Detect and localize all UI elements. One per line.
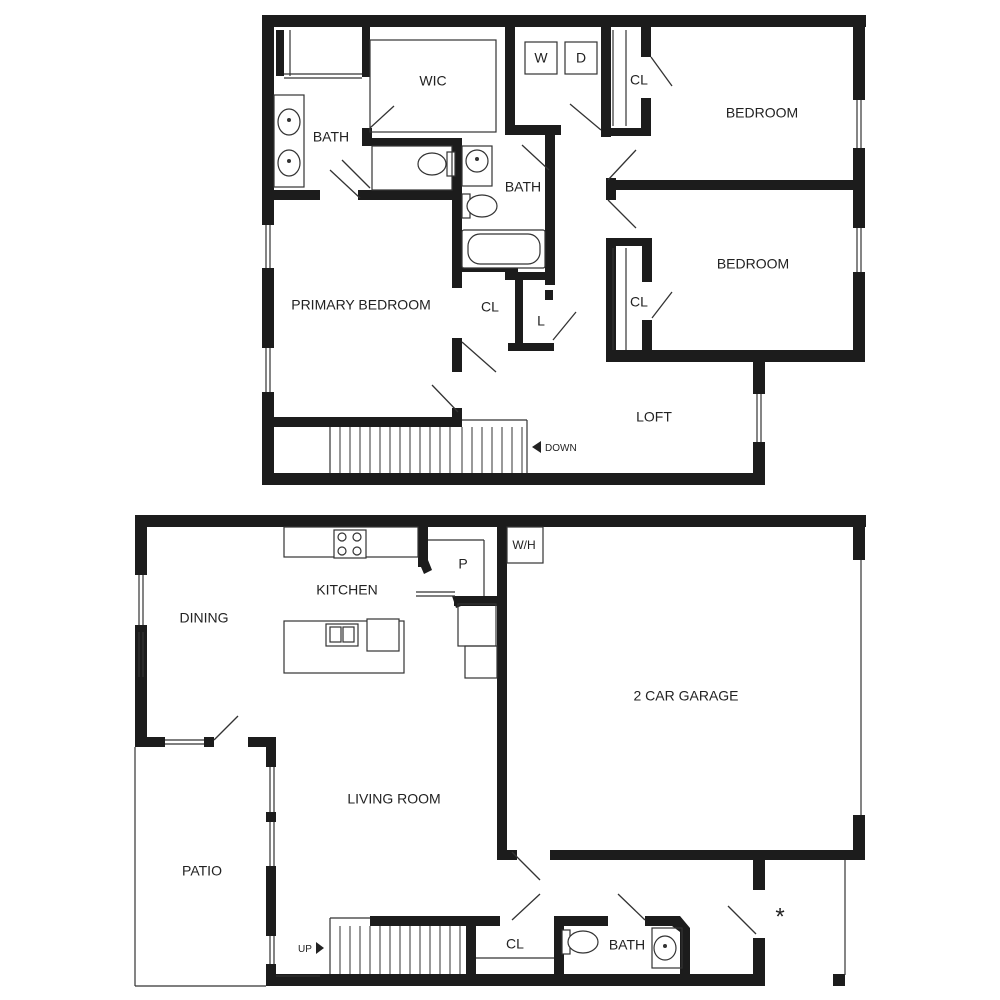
room-label-hall-bath: BATH [505, 179, 541, 195]
room-label-closet: CL [506, 936, 524, 952]
upper-floor: WIC BATH BATH CL L CL CL BEDROOM BEDROOM… [262, 15, 866, 485]
room-label-primary-bedroom: PRIMARY BEDROOM [291, 297, 431, 313]
room-label-linen: L [537, 313, 545, 329]
room-label-bedroom-2: BEDROOM [717, 256, 789, 272]
room-label-bath: BATH [609, 937, 645, 953]
arrow-right-icon [316, 942, 324, 954]
stairs-up [329, 926, 471, 974]
room-label-patio: PATIO [182, 863, 222, 879]
room-label-dining: DINING [180, 610, 229, 626]
stair-label-down: DOWN [545, 443, 577, 454]
room-label-closet-bed2: CL [630, 294, 648, 310]
lower-floor: KITCHEN P DINING LIVING ROOM 2 CAR GARAG… [134, 515, 866, 987]
room-label-primary-bath: BATH [313, 129, 349, 145]
room-label-living-room: LIVING ROOM [347, 791, 440, 807]
room-label-kitchen: KITCHEN [316, 582, 377, 598]
room-label-closet-bed1: CL [630, 72, 648, 88]
arrow-left-icon [532, 441, 541, 453]
room-label-primary-closet: CL [481, 299, 499, 315]
room-label-bedroom-1: BEDROOM [726, 105, 798, 121]
stairs-down [329, 419, 541, 473]
room-label-garage: 2 CAR GARAGE [633, 688, 738, 704]
room-label-wic: WIC [419, 73, 446, 89]
dryer-label: D [576, 50, 586, 66]
washer-label: W [534, 50, 548, 66]
room-label-loft: LOFT [636, 409, 672, 425]
asterisk-mark: * [775, 903, 784, 930]
water-heater-label: W/H [512, 538, 535, 552]
room-label-pantry: P [458, 556, 467, 572]
stair-label-up: UP [298, 944, 312, 955]
